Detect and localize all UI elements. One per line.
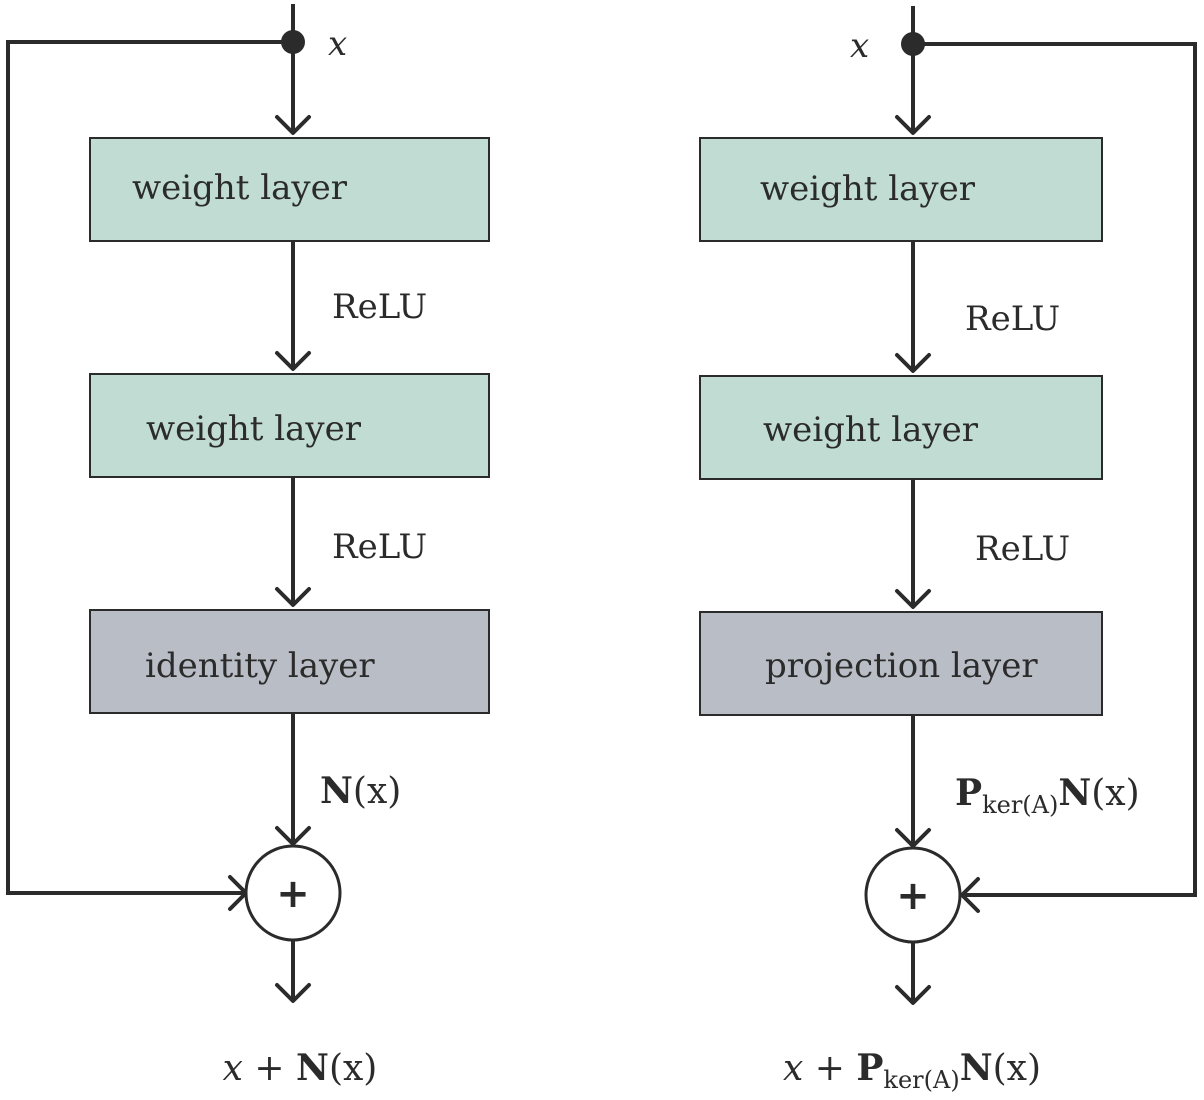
left-weight-layer-1 xyxy=(89,137,490,242)
right-arrowhead-3 xyxy=(895,589,931,609)
right-arrowhead-1 xyxy=(895,115,931,135)
right-weight-layer-1 xyxy=(699,137,1103,242)
left-skip-connection xyxy=(6,40,293,895)
right-skip-arrowhead xyxy=(960,877,980,913)
right-arrowhead-2 xyxy=(895,353,931,373)
right-output-formula: x + Pker(A)N(x) xyxy=(783,1047,1041,1094)
right-projection-layer xyxy=(699,611,1103,716)
right-input-label: x xyxy=(850,26,869,66)
right-relu-label-1: ReLU xyxy=(965,299,1060,339)
right-relu-label-2: ReLU xyxy=(975,529,1070,569)
left-arrowhead-4 xyxy=(275,826,311,846)
left-arrowhead-3 xyxy=(275,587,311,607)
left-plus-icon: + xyxy=(276,871,310,917)
right-weight-layer-2-label: weight layer xyxy=(763,410,979,450)
left-weight-layer-2-label: weight layer xyxy=(146,409,362,449)
right-skip-connection xyxy=(913,42,1197,897)
left-relu-label-1: ReLU xyxy=(332,287,427,327)
left-input-label: x xyxy=(328,24,347,64)
right-plus-icon: + xyxy=(896,873,930,919)
right-weight-layer-1-label: weight layer xyxy=(760,169,976,209)
left-weight-layer-2 xyxy=(89,373,490,478)
left-output-arrowhead xyxy=(275,983,311,1003)
right-projection-layer-label: projection layer xyxy=(765,646,1038,686)
right-output-arrowhead xyxy=(895,985,931,1005)
left-arrowhead-2 xyxy=(275,351,311,371)
left-weight-layer-1-label: weight layer xyxy=(132,168,348,208)
left-identity-layer xyxy=(89,609,490,714)
right-arrowhead-4 xyxy=(895,828,931,848)
left-output-formula: x + N(x) xyxy=(223,1047,378,1089)
left-arrowhead-1 xyxy=(275,115,311,135)
right-residual-block: x weight layer ReLU weight layer ReLU pr… xyxy=(699,6,1197,1094)
left-relu-label-2: ReLU xyxy=(332,527,427,567)
left-identity-layer-label: identity layer xyxy=(145,646,375,686)
right-branch-label: Pker(A)N(x) xyxy=(955,772,1140,819)
right-weight-layer-2 xyxy=(699,375,1103,480)
left-residual-block: x weight layer ReLU weight layer ReLU id… xyxy=(6,4,490,1089)
left-branch-label: N(x) xyxy=(320,770,401,812)
